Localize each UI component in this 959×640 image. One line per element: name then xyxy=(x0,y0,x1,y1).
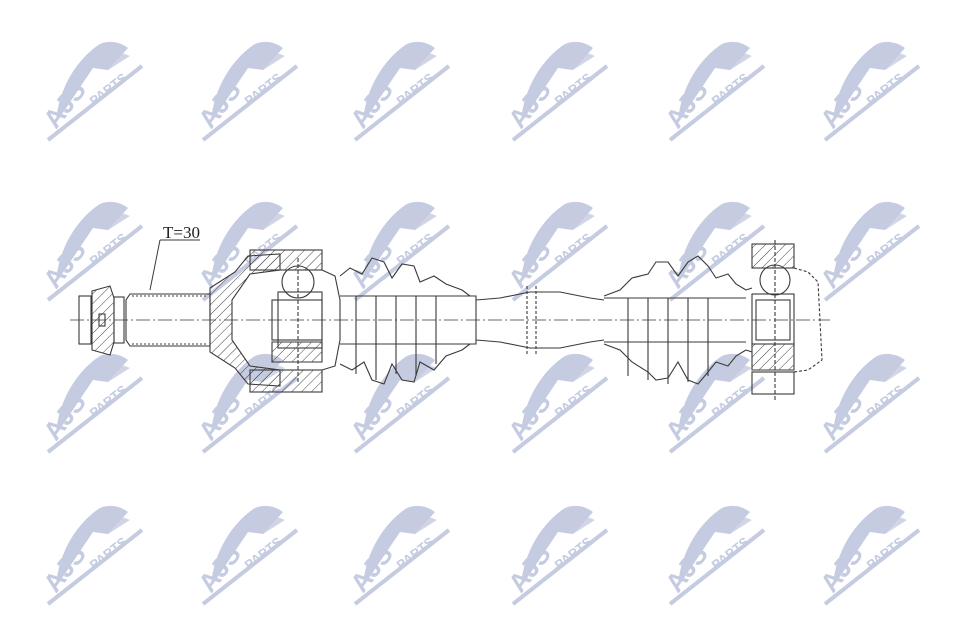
outer-joint-housing xyxy=(209,249,341,393)
left-boot xyxy=(339,257,471,385)
right-boot xyxy=(603,255,747,385)
left-nut xyxy=(78,285,125,356)
inner-joint xyxy=(745,240,823,400)
center-shaft xyxy=(470,286,605,354)
thread-length-annotation: T=30 xyxy=(163,223,200,242)
